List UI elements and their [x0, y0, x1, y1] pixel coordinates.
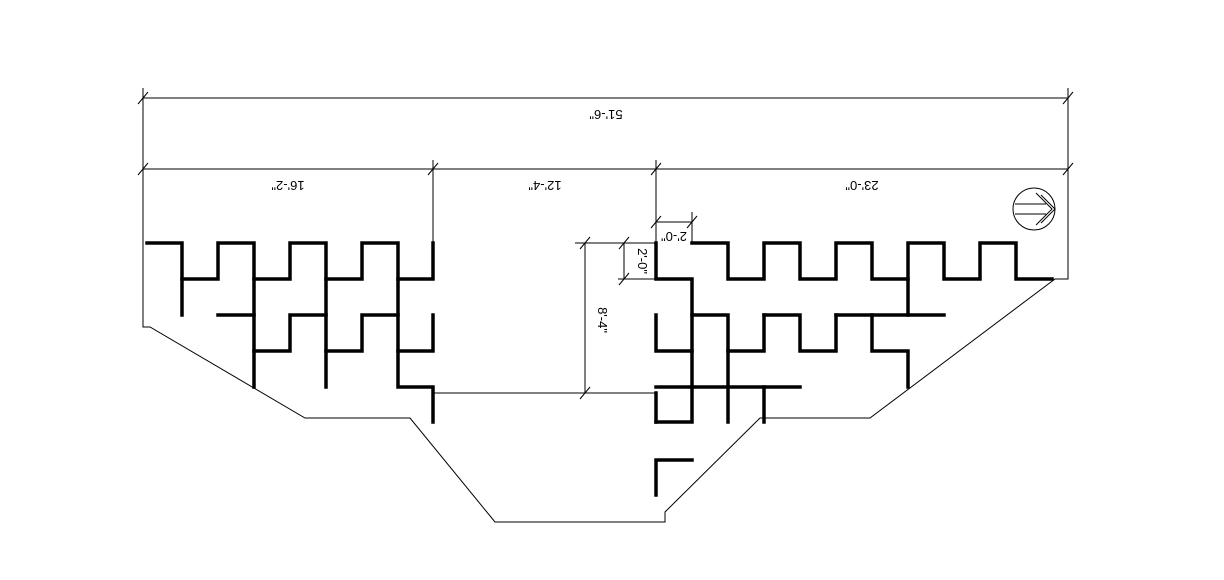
dimension-step-height: 2'-0"	[618, 236, 656, 286]
dimension-opening-depth-label: 8'-4"	[595, 307, 610, 333]
dimension-left-span-label: 16'-2"	[271, 178, 305, 193]
dimension-right-span-label: 23'-0"	[845, 178, 879, 193]
dimension-overall-label: 51'-6"	[589, 107, 623, 122]
dimension-step-height-label: 2'-0"	[635, 248, 650, 274]
dimension-opening-depth: 8'-4"	[575, 236, 656, 400]
building-outline	[142, 243, 1069, 523]
dimension-step-width-label: 2'-0"	[661, 229, 687, 244]
dimension-overall: 51'-6"	[137, 88, 1074, 245]
dimension-center-span-label: 12'-4"	[528, 178, 562, 193]
dimension-center-span: 12'-4"	[433, 160, 662, 245]
dimension-left-span: 16'-2"	[137, 160, 439, 245]
arrow-right-in-circle-icon	[1012, 187, 1056, 231]
dimension-step-width: 2'-0"	[650, 212, 698, 244]
left-seating-steps	[145, 241, 435, 424]
right-seating-steps	[654, 241, 1054, 497]
dimension-right-span: 23'-0"	[656, 162, 1074, 193]
